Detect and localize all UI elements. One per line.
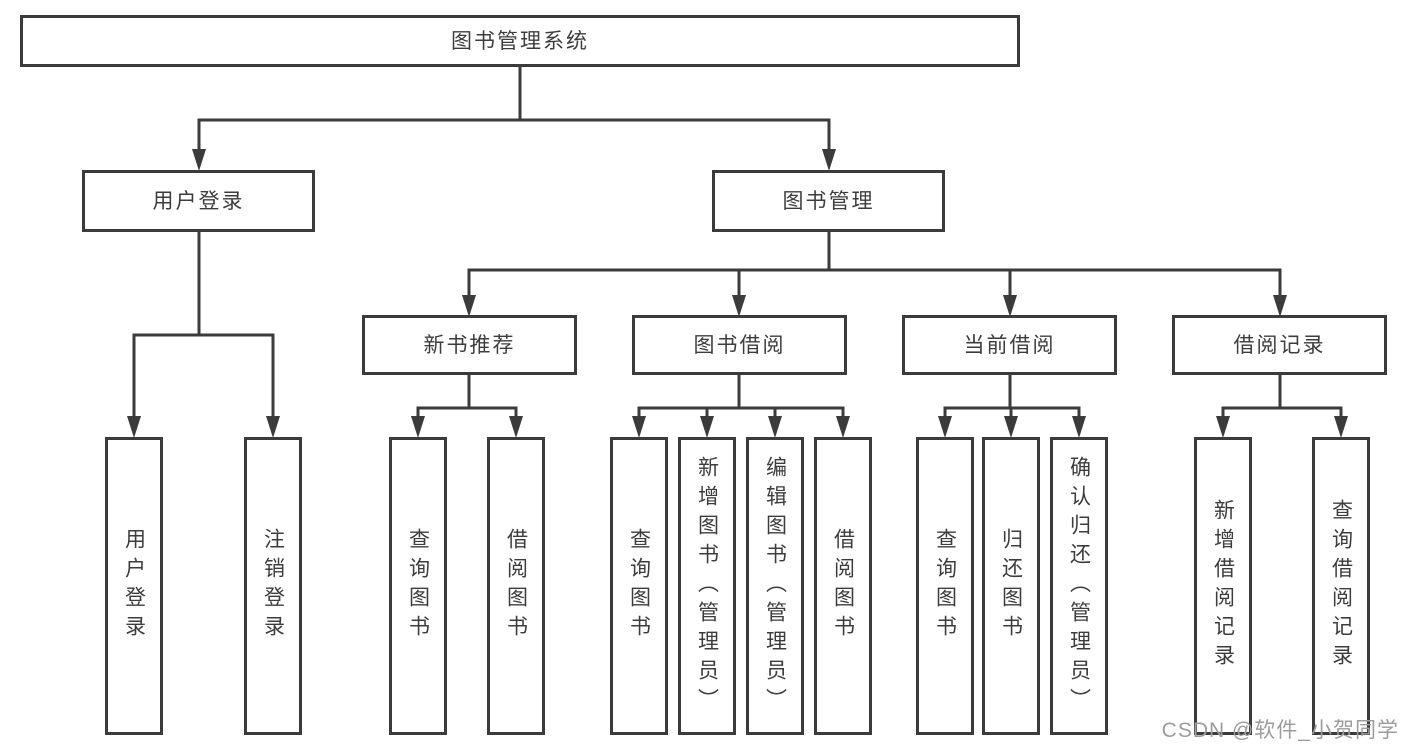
leaf-user-login: 用户登录 (105, 437, 163, 735)
leaf-logout: 注销登录 (244, 437, 302, 735)
leaf-query-books-recommend: 查询图书 (389, 437, 447, 735)
leaf-add-books-admin: 新增图书（管理员） (678, 437, 736, 735)
node-new-book-recommend: 新书推荐 (362, 315, 577, 375)
leaf-query-borrow-record: 查询借阅记录 (1312, 437, 1370, 735)
leaf-borrow-books-recommend: 借阅图书 (487, 437, 545, 735)
leaf-borrow-books: 借阅图书 (814, 437, 872, 735)
csdn-watermark: CSDN @软件_小贺同学 (1161, 719, 1399, 742)
leaf-confirm-return-admin: 确认归还（管理员） (1050, 437, 1108, 735)
leaf-query-books-borrow: 查询图书 (610, 437, 668, 735)
node-user-login-branch: 用户登录 (82, 170, 315, 232)
node-system-root: 图书管理系统 (20, 15, 1020, 67)
node-current-borrowing: 当前借阅 (902, 315, 1117, 375)
leaf-query-books-current: 查询图书 (916, 437, 974, 735)
node-book-management-branch: 图书管理 (712, 170, 945, 232)
leaf-edit-books-admin: 编辑图书（管理员） (746, 437, 804, 735)
leaf-return-books: 归还图书 (982, 437, 1040, 735)
node-book-borrowing: 图书借阅 (632, 315, 847, 375)
arrowheads (127, 149, 1348, 438)
leaf-add-borrow-record: 新增借阅记录 (1194, 437, 1252, 735)
node-borrowing-records: 借阅记录 (1172, 315, 1387, 375)
